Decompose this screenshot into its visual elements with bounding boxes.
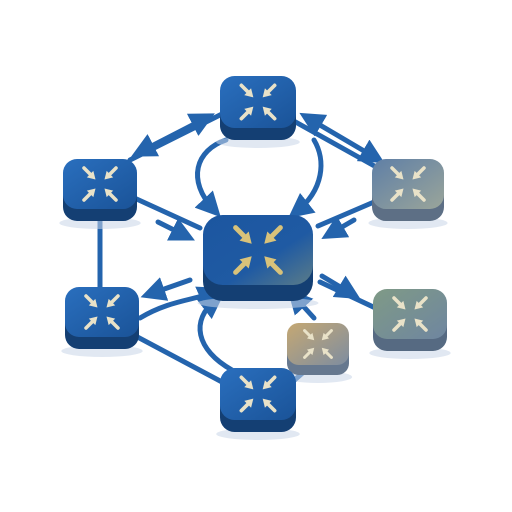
node-top-face: [220, 76, 296, 128]
router-arrow-head: [394, 188, 404, 198]
arrow-top-to-hub-left: [194, 137, 229, 218]
router-arrow-head: [394, 170, 404, 180]
node-top-face: [220, 368, 296, 420]
router-icon: [84, 294, 120, 330]
router-nodes: [59, 76, 451, 440]
router-arrow-head: [321, 347, 330, 356]
router-arrow-head: [264, 231, 277, 244]
router-arrow-head: [264, 256, 277, 269]
arrow-top-to-rightupper: [299, 112, 385, 164]
router-icon: [239, 83, 277, 121]
router-node-right-lower: [369, 289, 451, 359]
router-node-left-lower: [61, 287, 143, 357]
router-arrow-head: [321, 332, 330, 341]
router-icon: [303, 329, 333, 359]
router-icon: [392, 296, 428, 332]
arrow-bottom-to-hub: [196, 293, 235, 373]
router-arrow-head: [414, 318, 424, 328]
router-arrow-head: [244, 88, 254, 98]
router-arrow-head: [106, 298, 116, 308]
router-node-bottom: [216, 368, 300, 440]
router-arrow-head: [86, 188, 96, 198]
router-icon: [233, 225, 283, 275]
router-icon: [239, 375, 277, 413]
router-node-small-tan: [283, 323, 353, 383]
arrow-leftupper-to-hub: [155, 218, 195, 241]
arrow-rightupper-to-hub: [321, 215, 357, 240]
router-arrow-head: [262, 380, 272, 390]
router-arrow-head: [414, 300, 424, 310]
arrow-top-to-hub-right: [288, 137, 324, 219]
router-arrow-head: [104, 170, 114, 180]
direction-arrows: [131, 112, 385, 373]
router-arrow-head: [104, 188, 114, 198]
router-node-hub: [197, 215, 319, 309]
arrow-hub-to-leftlower: [140, 277, 193, 301]
router-arrow-head: [244, 398, 254, 408]
router-arrow-head: [244, 380, 254, 390]
router-arrow-head: [86, 170, 96, 180]
link-top-leftupper: [127, 109, 229, 163]
router-arrow-head: [396, 300, 406, 310]
node-top-face: [203, 215, 313, 285]
router-arrow-head: [262, 88, 272, 98]
router-arrow-head: [306, 332, 315, 341]
node-top-face: [287, 323, 349, 365]
node-top-face: [372, 159, 444, 209]
router-arrow-head: [106, 316, 116, 326]
node-top-face: [63, 159, 137, 209]
link-leftlower-bottom: [125, 329, 225, 385]
router-arrow-head: [412, 170, 422, 180]
arrow-top-to-leftupper: [131, 113, 215, 157]
router-arrow-head: [239, 256, 252, 269]
router-arrow-head: [244, 106, 254, 116]
link-top-rightupper: [289, 117, 381, 171]
router-arrow-head: [262, 398, 272, 408]
router-icon: [82, 166, 118, 202]
router-arrow-head: [306, 347, 315, 356]
router-node-left-upper: [59, 159, 141, 229]
router-arrow-head: [396, 318, 406, 328]
router-arrow-head: [412, 188, 422, 198]
arrow-hub-to-rightlower: [319, 273, 361, 300]
router-node-right-upper: [368, 159, 448, 229]
node-top-face: [65, 287, 139, 337]
router-node-top: [216, 76, 300, 148]
router-arrow-head: [88, 316, 98, 326]
router-arrow-head: [239, 231, 252, 244]
router-arrow-head: [88, 298, 98, 308]
node-top-face: [373, 289, 447, 339]
router-icon: [390, 166, 426, 202]
router-arrow-head: [262, 106, 272, 116]
